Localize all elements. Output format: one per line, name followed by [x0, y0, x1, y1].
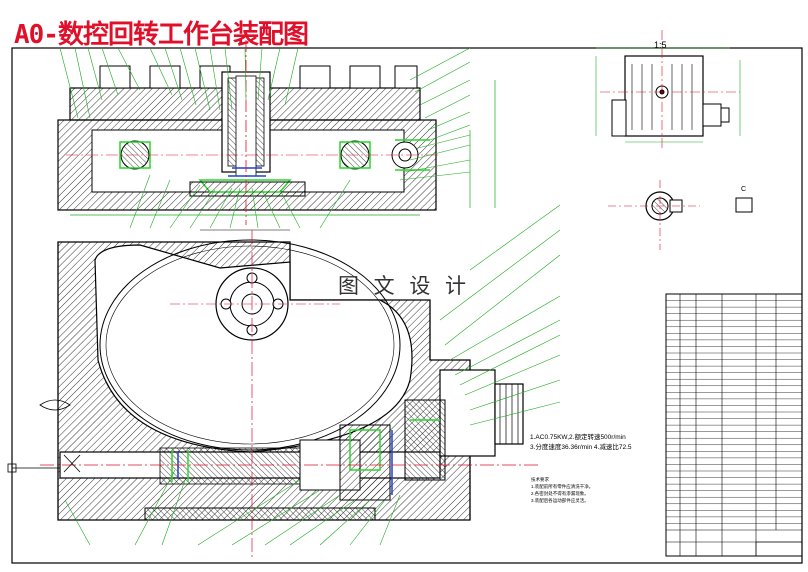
technical-requirements: 技术要求 1.装配前所有零件应清洗干净。 2.各密封处不得有渗漏现象。 3.装配… — [531, 476, 593, 504]
watermark-text: 图 文 设 计 — [338, 274, 471, 298]
tech-param-line-2: 3.分度速度36.36r/min 4.减速比72.5 — [530, 444, 632, 451]
main-front-view — [40, 230, 540, 560]
tech-req-line-1: 1.装配前所有零件应清洗干净。 — [531, 484, 594, 489]
main-leader-lines — [64, 204, 561, 546]
tech-param-line-1: 1.AC0.75KW,2.额定转速500r/min — [530, 434, 626, 441]
title-block — [666, 529, 803, 557]
top-leader-lines — [59, 47, 471, 229]
scale-label: 1:5 — [654, 40, 667, 50]
detail-view-circle — [608, 180, 753, 250]
tech-req-heading: 技术要求 — [531, 477, 549, 482]
ucs-axis-icon — [7, 399, 71, 473]
tech-req-line-2: 2.各密封处不得有渗漏现象。 — [531, 491, 589, 496]
top-section-view — [57, 40, 496, 231]
cross-marker — [63, 454, 81, 473]
view-label-c: C — [741, 186, 747, 193]
drawing-title: A0-数控回转工作台装配图 — [14, 20, 309, 50]
technical-parameters: 1.AC0.75KW,2.额定转速500r/min 3.分度速度36.36r/m… — [530, 433, 632, 453]
tech-req-line-3: 3.装配后各运动部件应灵活。 — [531, 498, 589, 503]
parts-list-rows — [666, 300, 802, 524]
top-right-view — [595, 30, 741, 150]
